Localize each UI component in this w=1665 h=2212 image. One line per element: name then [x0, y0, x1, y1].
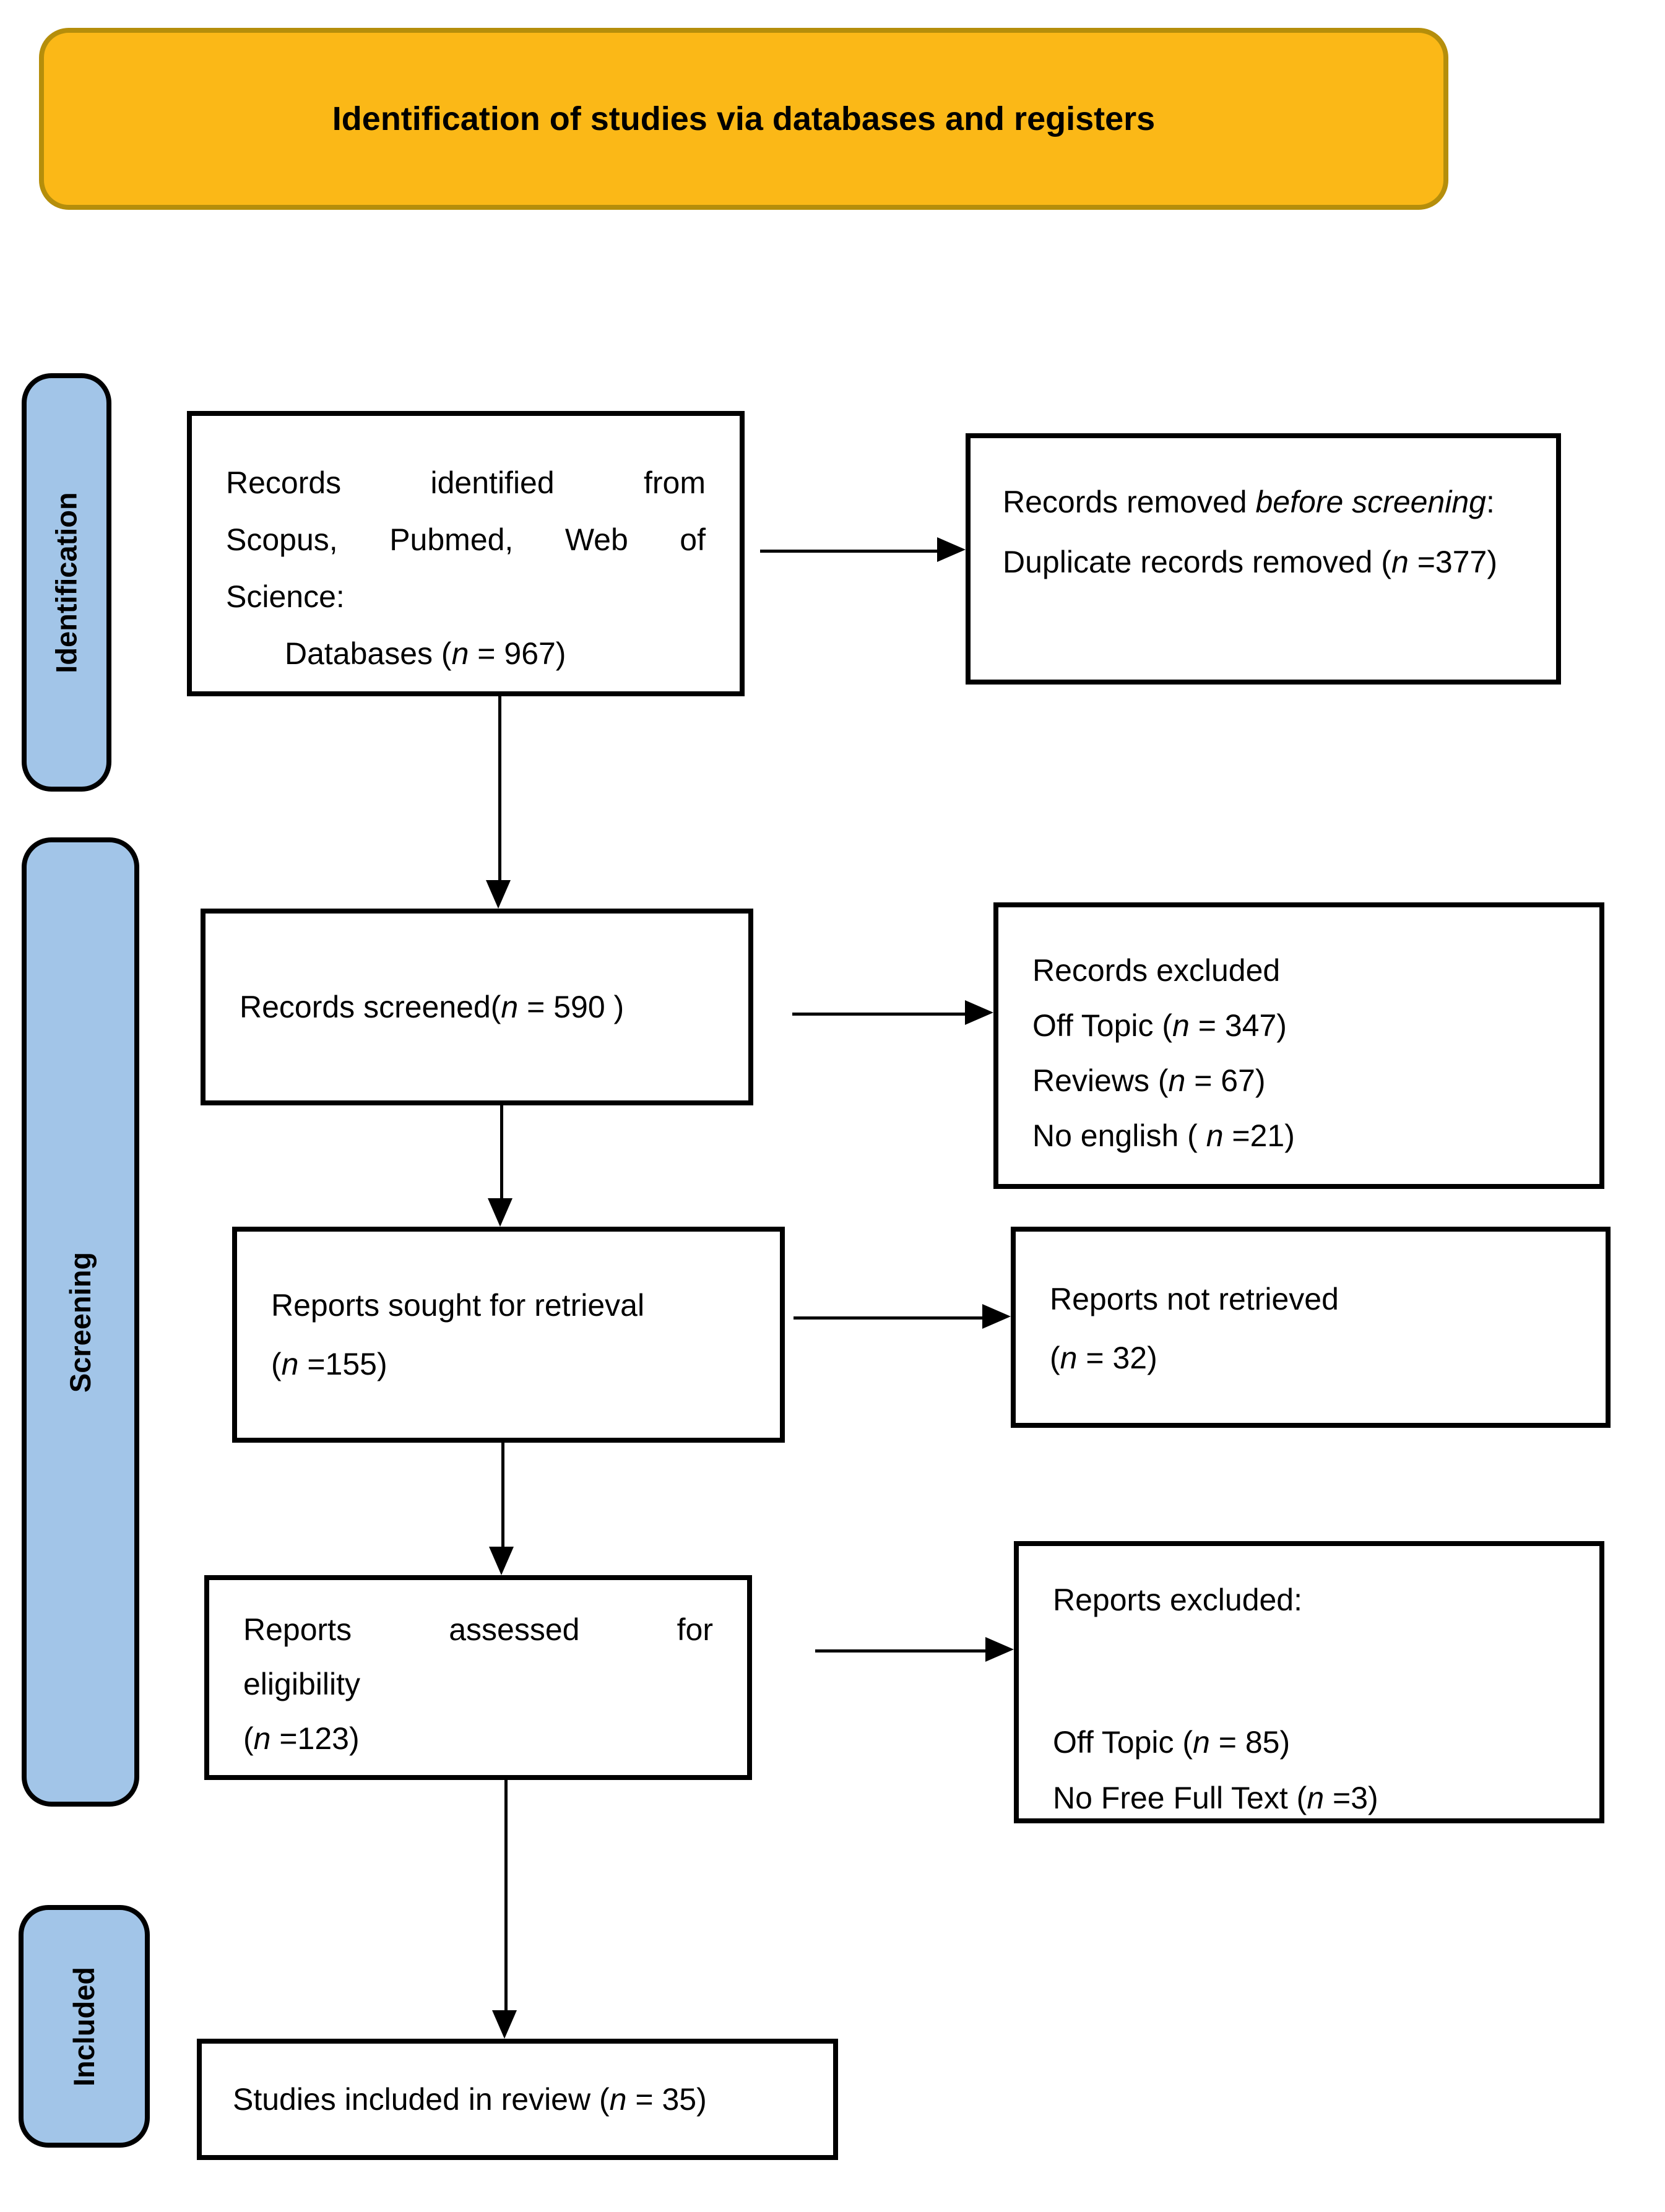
arrow-sought-to-notretrieved-line [794, 1316, 983, 1320]
stage-label-screening: Screening [22, 837, 139, 1807]
arrow-identified-to-screened-head-icon [486, 880, 511, 909]
box-line: Reports excluded: [1053, 1583, 1303, 1617]
box-line: Off Topic (n = 347) [1032, 1008, 1287, 1043]
arrow-assessed-to-included-line [504, 1779, 508, 2011]
stage-label-identification-text: Identification [50, 491, 84, 673]
stage-label-included-text: Included [67, 1966, 101, 2086]
arrow-identified-to-removed-head-icon [937, 537, 966, 562]
box-line: Records removed before screening: [1003, 485, 1495, 519]
arrow-screened-to-sought-head-icon [488, 1198, 512, 1227]
box-line: (n =123) [243, 1721, 360, 1756]
stage-label-screening-text: Screening [64, 1251, 97, 1393]
box-records-removed-before-screening: Records removed before screening: Duplic… [966, 433, 1561, 685]
title-banner: Identification of studies via databases … [39, 28, 1448, 210]
box-reports-sought: Reports sought for retrieval (n =155) [232, 1227, 785, 1443]
box-records-screened: Records screened(n = 590 ) [201, 909, 753, 1105]
box-reports-not-retrieved: Reports not retrieved (n = 32) [1011, 1227, 1611, 1428]
arrow-assessed-to-excluded-line [815, 1649, 986, 1653]
arrow-screened-to-excluded-head-icon [965, 1000, 993, 1025]
box-line: Reviews (n = 67) [1032, 1063, 1266, 1098]
box-line: Databases (n = 967) [285, 636, 566, 671]
stage-label-identification: Identification [22, 373, 111, 792]
box-line: Reports sought for retrieval [271, 1288, 645, 1323]
arrow-sought-to-assessed-head-icon [489, 1547, 514, 1575]
box-line: Studies included in review (n = 35) [233, 2082, 707, 2117]
box-line: eligibility [243, 1667, 360, 1701]
box-reports-excluded: Reports excluded: Off Topic (n = 85) No … [1014, 1541, 1604, 1823]
box-records-excluded: Records excluded Off Topic (n = 347) Rev… [993, 902, 1604, 1189]
arrow-screened-to-excluded-line [792, 1013, 966, 1016]
box-line: No Free Full Text (n =3) [1053, 1781, 1378, 1815]
arrow-assessed-to-included-head-icon [492, 2010, 517, 2039]
box-line: (n = 32) [1050, 1341, 1157, 1375]
arrow-screened-to-sought-line [500, 1105, 503, 1199]
diagram-title: Identification of studies via databases … [332, 100, 1156, 137]
box-line: Duplicate records removed (n =377) [1003, 545, 1498, 579]
box-line: (n =155) [271, 1347, 387, 1381]
box-studies-included: Studies included in review (n = 35) [197, 2039, 838, 2160]
arrow-sought-to-assessed-line [501, 1442, 504, 1547]
arrow-identified-to-screened-line [498, 696, 501, 881]
box-line: Off Topic (n = 85) [1053, 1725, 1291, 1760]
arrow-sought-to-notretrieved-head-icon [982, 1304, 1011, 1329]
arrow-assessed-to-excluded-head-icon [985, 1637, 1014, 1662]
box-line: Reports not retrieved [1050, 1282, 1339, 1316]
box-line: Records screened(n = 590 ) [240, 990, 625, 1024]
stage-label-included: Included [19, 1905, 150, 2148]
box-line: No english ( n =21) [1032, 1118, 1295, 1153]
arrow-identified-to-removed-line [760, 550, 938, 553]
box-line: Records excluded [1032, 953, 1281, 988]
box-line: Science: [226, 579, 345, 614]
